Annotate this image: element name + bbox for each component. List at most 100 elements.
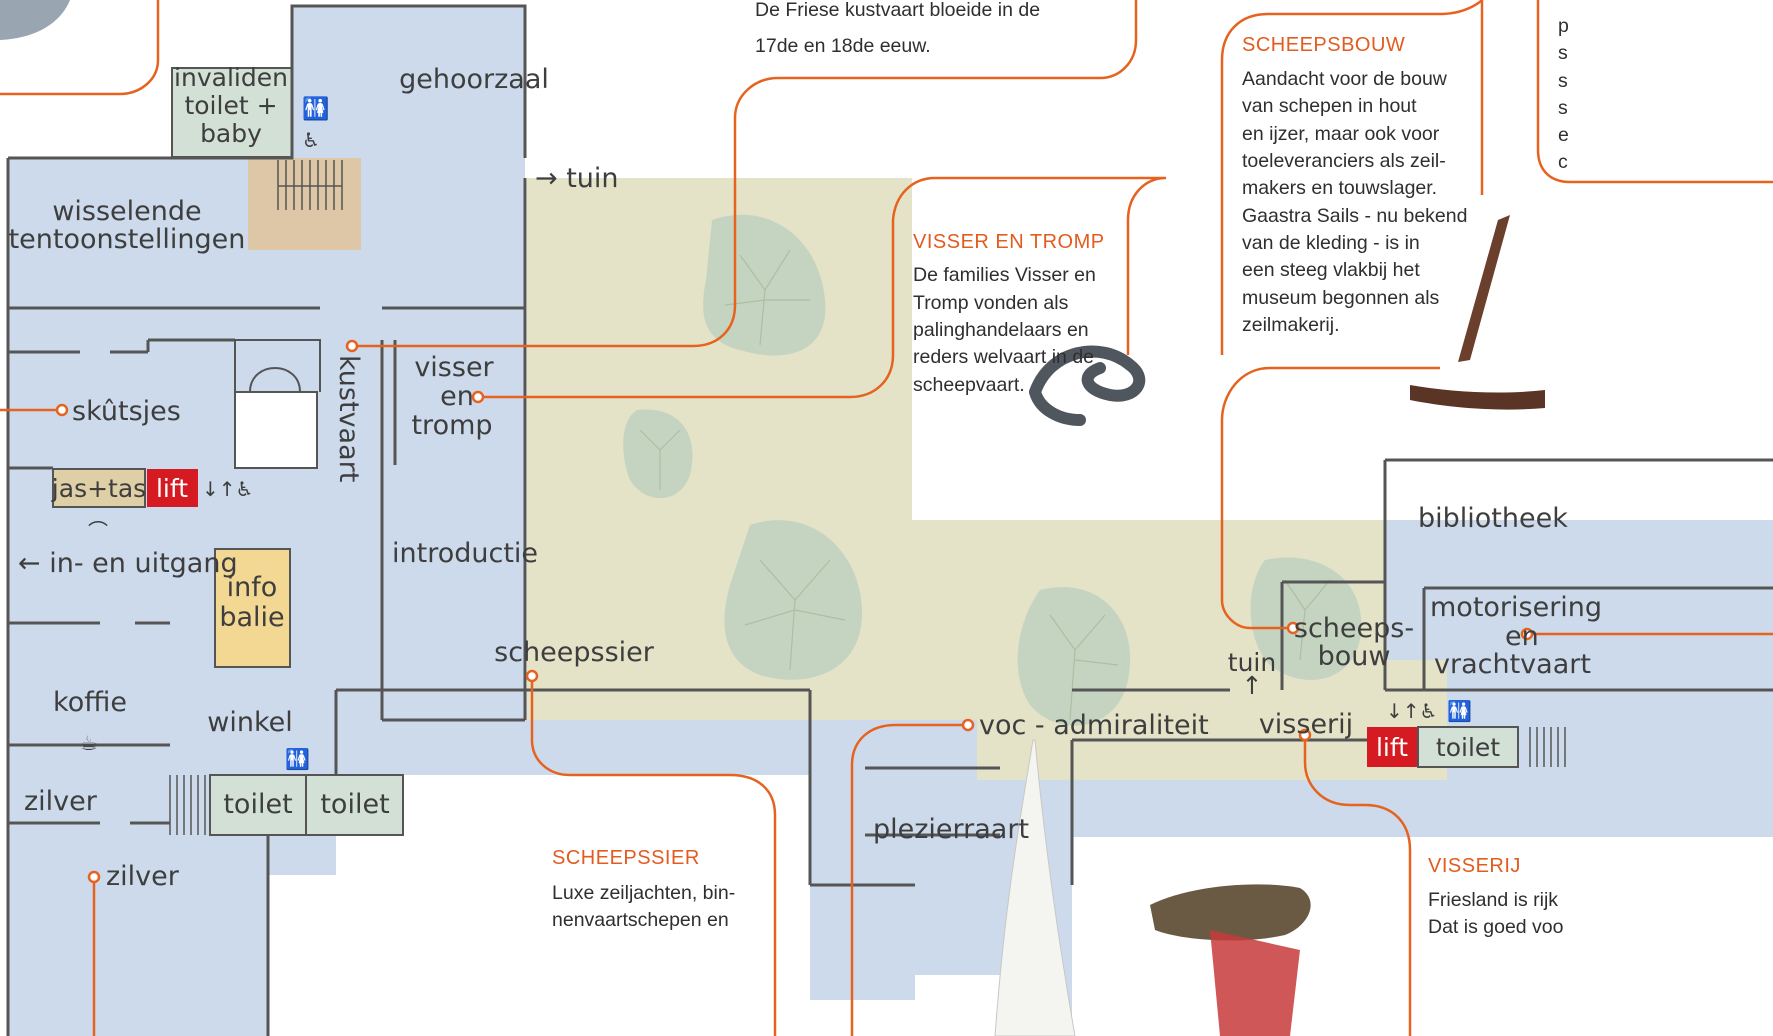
info-right-edge-line-2: s bbox=[1558, 42, 1568, 64]
label-invaliden-toilet-3: baby bbox=[200, 119, 262, 148]
label-skutsjes[interactable]: skûtsjes bbox=[72, 396, 181, 427]
label-kustvaart[interactable]: kustvaart bbox=[333, 355, 364, 482]
info-scheepssier-title: SCHEEPSSIER bbox=[552, 847, 700, 869]
label-visser-2[interactable]: en bbox=[440, 381, 474, 412]
tree-branches bbox=[639, 249, 1331, 721]
info-visser-tromp: VISSER EN TROMP De families Visser en Tr… bbox=[913, 231, 1105, 396]
info-visser-tromp-title: VISSER EN TROMP bbox=[913, 231, 1105, 253]
room-invaliden-toilet bbox=[171, 67, 293, 158]
staircase-curve bbox=[234, 339, 321, 393]
lift-arrows-icon-right: ↓↑♿ bbox=[1386, 699, 1437, 723]
walls bbox=[6, 4, 1773, 1036]
label-invaliden-toilet-2: toilet + bbox=[184, 91, 277, 120]
label-visser-3[interactable]: tromp bbox=[411, 410, 492, 441]
info-scheepsbouw-line-9: museum begonnen als bbox=[1242, 287, 1440, 309]
label-lift-left: lift bbox=[156, 474, 188, 503]
info-scheepsbouw-line-4: toeleveranciers als zeil- bbox=[1242, 150, 1446, 172]
info-visser-tromp-line-5: scheepvaart. bbox=[913, 374, 1025, 396]
label-koffie: koffie bbox=[53, 687, 127, 718]
label-wisselende-1: wisselende bbox=[52, 196, 201, 227]
label-info-balie-1: info bbox=[227, 572, 278, 603]
label-tuin-arrow: ↑ bbox=[1242, 671, 1263, 700]
info-scheepsbouw-line-2: van schepen in hout bbox=[1242, 95, 1417, 117]
room-jas-tas bbox=[52, 468, 146, 508]
room-stairs-top bbox=[248, 158, 361, 250]
label-jas-tas: jas+tas bbox=[51, 474, 146, 503]
coat-hanger-icon: ⌒ bbox=[88, 519, 108, 543]
info-scheepsbouw-line-8: een steeg vlakbij het bbox=[1242, 259, 1420, 281]
facility-icons: 🚻 ♿ ↓↑♿ ⌒ ☕ 🚻 ↓↑♿ 🚻 bbox=[80, 96, 1472, 771]
info-visserij: VISSERIJ Friesland is rijk Dat is goed v… bbox=[1428, 855, 1564, 938]
info-scheepsbouw: SCHEEPSBOUW Aandacht voor de bouw van sc… bbox=[1242, 34, 1467, 336]
info-kustvaart-line-1: De Friese kustvaart bloeide in de bbox=[755, 0, 1040, 21]
room-bibliotheek bbox=[1385, 520, 1773, 720]
stairs-right-lines bbox=[1529, 727, 1566, 767]
top-left-photo bbox=[0, 0, 158, 94]
label-gehoorzaal: gehoorzaal bbox=[399, 64, 549, 95]
label-zilver-left[interactable]: zilver bbox=[24, 786, 98, 817]
label-toilet-2: toilet bbox=[320, 789, 389, 820]
info-right-edge-line-3: s bbox=[1558, 70, 1568, 92]
info-kustvaart-line-2: 17de en 18de eeuw. bbox=[755, 35, 931, 57]
info-visserij-line-2: Dat is goed voo bbox=[1428, 916, 1564, 938]
label-zilver-bottom[interactable]: zilver bbox=[106, 861, 180, 892]
info-scheepsbouw-line-10: zeilmakerij. bbox=[1242, 314, 1340, 336]
label-scheepsbouw-1[interactable]: scheeps- bbox=[1294, 613, 1414, 644]
label-introductie[interactable]: introductie bbox=[392, 538, 538, 569]
label-in-uitgang[interactable]: ← in- en uitgang bbox=[18, 548, 238, 579]
label-wisselende-2: tentoonstellingen bbox=[9, 224, 246, 255]
label-info-balie-2: balie bbox=[219, 602, 284, 633]
coffee-icon: ☕ bbox=[80, 731, 98, 755]
info-visser-tromp-line-1: De families Visser en bbox=[913, 264, 1096, 286]
stairs-bottom-lines bbox=[169, 775, 206, 835]
label-plezierraart[interactable]: plezierraart bbox=[873, 814, 1029, 845]
sailboat-photo bbox=[994, 739, 1076, 1036]
info-right-edge: p s s s e c bbox=[1558, 15, 1569, 173]
label-toilet-right: toilet bbox=[1436, 733, 1500, 762]
room-info-balie bbox=[214, 548, 291, 668]
info-scheepssier: SCHEEPSSIER Luxe zeiljachten, bin- nenva… bbox=[552, 847, 735, 931]
label-bibliotheek: bibliotheek bbox=[1418, 503, 1568, 534]
label-visser-1[interactable]: visser bbox=[414, 352, 494, 383]
label-motorisering-3[interactable]: vrachtvaart bbox=[1434, 649, 1591, 680]
room-toilet-1 bbox=[209, 774, 307, 836]
info-scheepsbouw-line-3: en ijzer, maar ook voor bbox=[1242, 123, 1440, 145]
lift-left-box bbox=[147, 469, 198, 507]
label-invaliden-toilet-1: invaliden bbox=[174, 63, 288, 92]
info-scheepssier-line-2: nenvaartschepen en bbox=[552, 909, 729, 931]
info-visser-tromp-line-3: palinghandelaars en bbox=[913, 319, 1089, 341]
info-scheepsbouw-line-6: Gaastra Sails - nu bekend bbox=[1242, 205, 1467, 227]
wc-icon-right: 🚻 bbox=[1447, 699, 1472, 723]
room-toilet-right bbox=[1417, 726, 1519, 768]
label-scheepssier[interactable]: scheepssier bbox=[494, 637, 655, 668]
label-tuin-right[interactable]: tuin bbox=[1228, 648, 1276, 677]
info-scheepsbouw-line-1: Aandacht voor de bouw bbox=[1242, 68, 1448, 90]
info-scheepssier-line-1: Luxe zeiljachten, bin- bbox=[552, 882, 735, 904]
info-right-edge-line-6: c bbox=[1558, 151, 1568, 173]
lift-right-box bbox=[1367, 727, 1417, 767]
info-right-edge-line-1: p bbox=[1558, 15, 1569, 37]
lift-arrows-icon-left: ↓↑♿ bbox=[202, 477, 253, 501]
stairs-top-lines bbox=[277, 160, 343, 210]
label-visserij[interactable]: visserij bbox=[1259, 709, 1353, 740]
room-labels: invaliden toilet + baby gehoorzaal wisse… bbox=[9, 63, 1602, 892]
info-scheepsbouw-line-7: van de kleding - is in bbox=[1242, 232, 1420, 254]
wc-icon-bottom: 🚻 bbox=[285, 747, 310, 771]
label-voc[interactable]: voc - admiraliteit bbox=[979, 710, 1209, 741]
label-scheepsbouw-2[interactable]: bouw bbox=[1318, 641, 1391, 672]
hammer-tool bbox=[1410, 215, 1545, 410]
wc-icon-top: 🚻 bbox=[302, 96, 329, 122]
label-tuin-top[interactable]: → tuin bbox=[535, 163, 619, 194]
label-motorisering-2[interactable]: en bbox=[1505, 621, 1539, 652]
cannon-photo bbox=[1150, 884, 1311, 1036]
info-right-edge-line-5: e bbox=[1558, 124, 1569, 146]
info-scheepsbouw-title: SCHEEPSBOUW bbox=[1242, 34, 1405, 56]
room-staircase-white bbox=[234, 391, 318, 469]
label-toilet-1: toilet bbox=[223, 789, 292, 820]
label-motorisering-1[interactable]: motorisering bbox=[1430, 592, 1602, 623]
info-visserij-line-1: Friesland is rijk bbox=[1428, 889, 1558, 911]
info-kustvaart: De Friese kustvaart bloeide in de 17de e… bbox=[755, 0, 1040, 57]
info-scheepsbouw-line-5: makers en touwslager. bbox=[1242, 177, 1437, 199]
